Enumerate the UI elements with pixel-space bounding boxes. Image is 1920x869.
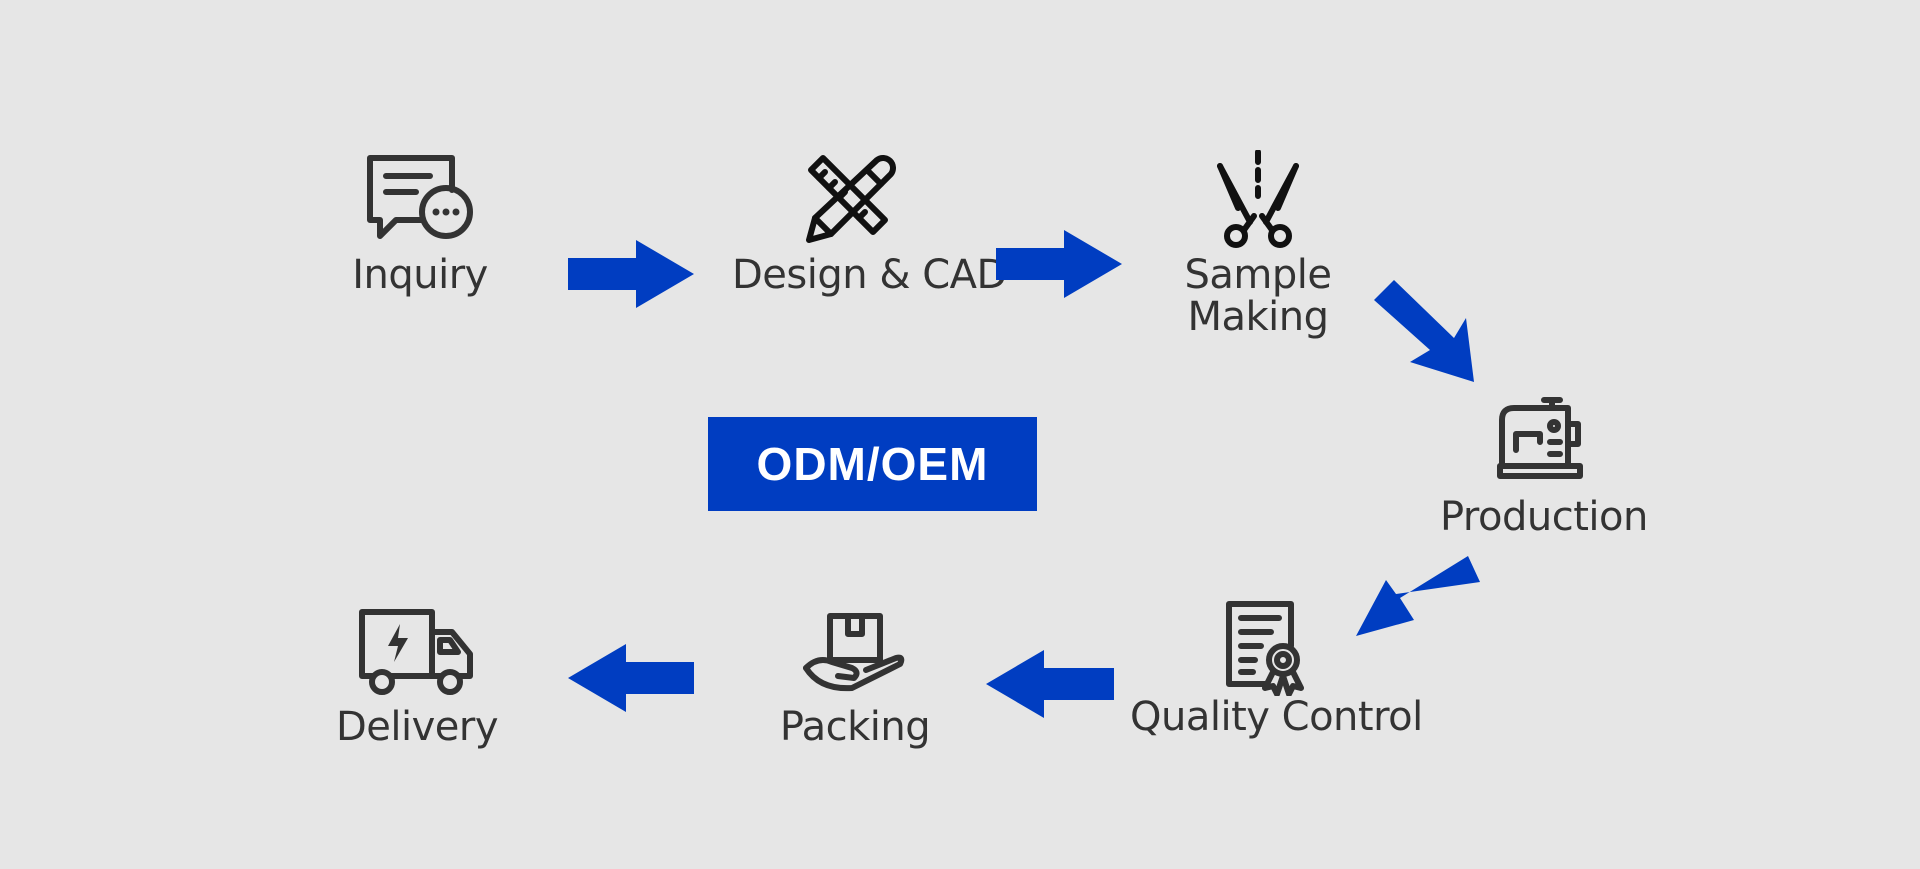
step-inquiry: Inquiry (340, 150, 500, 296)
delivery-truck-icon (359, 609, 473, 695)
step-production: Production (1440, 390, 1648, 540)
box-hand-icon (803, 613, 905, 692)
pencil-ruler-icon (806, 155, 896, 243)
chat-bubble-icon (367, 155, 473, 239)
arrow-down-left (1356, 556, 1480, 636)
step-label-delivery: Delivery (336, 704, 499, 750)
step-delivery: Delivery (336, 608, 499, 750)
step-label-production: Production (1440, 494, 1648, 540)
step-label-quality-control: Quality Control (1130, 694, 1423, 740)
step-packing: Packing (770, 608, 940, 748)
arrow-right-1 (568, 240, 694, 308)
step-label-sample-making: Sample Making (1184, 252, 1332, 340)
step-sample-making: Sample Making (1168, 150, 1348, 338)
step-design-cad: Design & CAD (732, 150, 1007, 298)
odm-oem-badge: ODM/OEM (708, 417, 1037, 511)
certificate-icon (1226, 601, 1304, 696)
arrow-left-1 (986, 650, 1114, 718)
arrow-right-2 (996, 230, 1122, 298)
step-quality-control: Quality Control (1130, 600, 1423, 740)
arrow-left-2 (568, 644, 694, 712)
step-label-packing: Packing (779, 704, 931, 750)
step-label-inquiry: Inquiry (352, 252, 488, 298)
scissors-icon (1217, 150, 1299, 248)
arrow-down-right (1374, 280, 1474, 382)
step-label-design-cad: Design & CAD (732, 252, 1007, 298)
sewing-machine-icon (1497, 397, 1583, 479)
